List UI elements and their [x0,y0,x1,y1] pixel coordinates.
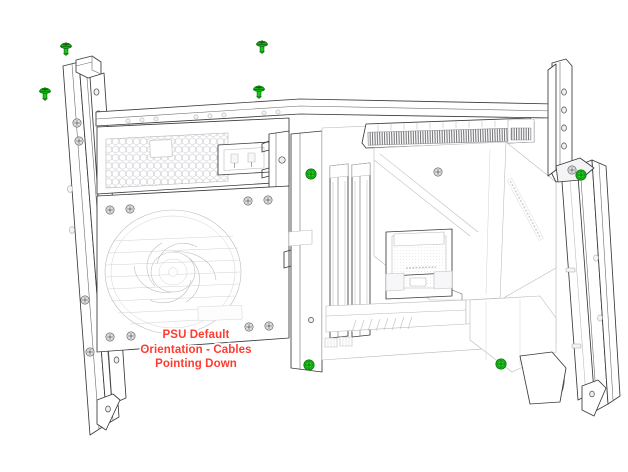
right-rail-holes [561,88,567,150]
fan-blades [133,242,217,304]
motherboard-assembly [321,117,557,373]
center-divider-panel [283,130,323,373]
screw-bottom-left[interactable] [303,359,315,371]
pcie-slot-contacts [351,316,413,333]
screw-mid-divider[interactable] [305,168,317,180]
front-panel-headers [324,336,353,348]
power-supply-unit [96,117,290,353]
screw-right-rail[interactable] [575,169,587,181]
psu-fan [104,209,242,335]
right-side-rail [519,58,621,417]
cross-bar-perforations [125,109,281,124]
shroud-marking [506,177,544,241]
cpu-socket [385,228,463,318]
vrm-heatsink [361,117,535,149]
rear-bracket [469,295,557,373]
screw-bottom-right[interactable] [495,358,507,370]
psu-vent-grille [105,132,229,189]
dimm-slots [329,162,371,339]
